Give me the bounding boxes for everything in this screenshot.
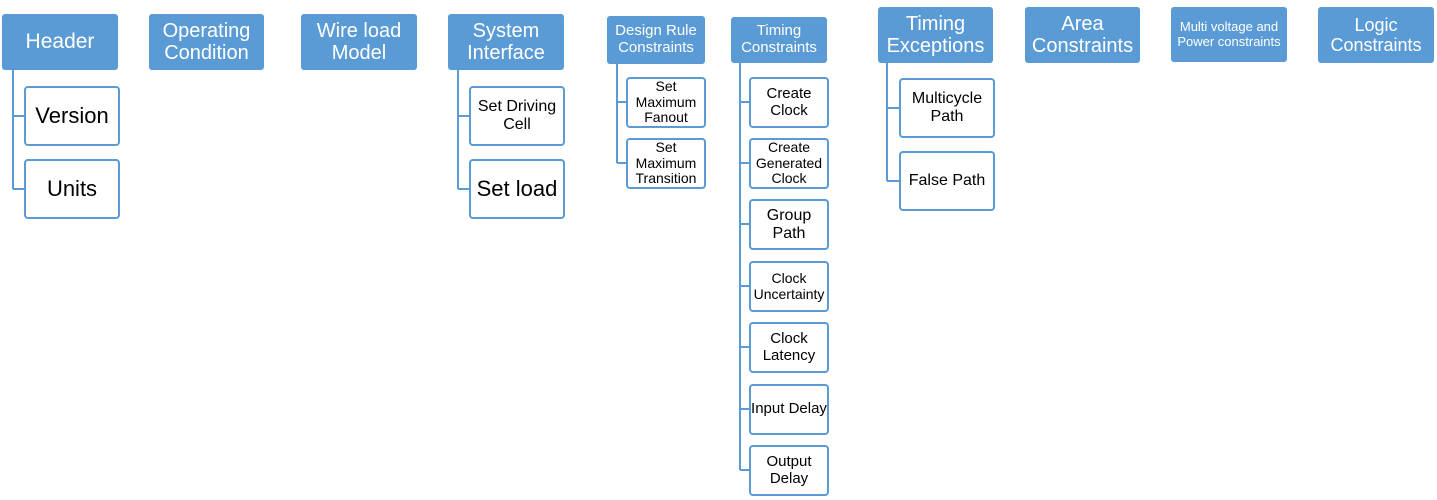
child-set-maximum-transition: Set Maximum Transition [626,138,706,189]
category-timing-exceptions-label: Timing Exceptions [886,12,985,57]
category-multi-voltage-power-constraints-label: Multi voltage and Power constraints [1177,18,1281,49]
child-clock-uncertainty-label: Clock Uncertainty [753,269,825,302]
child-units: Units [24,159,120,219]
category-design-rule-constraints: Design Rule Constraints [607,16,705,64]
child-units-label: Units [46,175,98,201]
child-false-path-label: False Path [908,172,986,190]
category-timing-constraints-label: Timing Constraints [741,22,817,56]
child-create-clock: Create Clock [749,77,829,128]
child-set-maximum-fanout: Set Maximum Fanout [626,77,706,128]
category-area-constraints-label: Area Constraints [1031,12,1134,57]
child-group-path-label: Group Path [766,206,812,242]
child-create-generated-clock-label: Create Generated Clock [755,139,823,187]
category-timing-exceptions: Timing Exceptions [878,7,993,63]
child-output-delay: Output Delay [749,445,829,496]
child-set-load: Set load [469,159,565,219]
child-input-delay: Input Delay [749,384,829,435]
child-output-delay-label: Output Delay [766,452,812,487]
child-version: Version [24,86,120,146]
child-false-path: False Path [899,151,995,211]
child-version-label: Version [35,102,109,128]
child-clock-latency-label: Clock Latency [762,329,816,364]
child-input-delay-label: Input Delay [751,400,827,418]
child-clock-uncertainty: Clock Uncertainty [749,261,829,312]
category-multi-voltage-power-constraints: Multi voltage and Power constraints [1171,7,1287,62]
child-multicycle-path: Multicycle Path [899,78,995,138]
category-logic-constraints-label: Logic Constraints [1330,14,1422,55]
child-set-driving-cell: Set Driving Cell [469,86,565,146]
child-set-maximum-fanout-label: Set Maximum Fanout [635,78,697,126]
category-logic-constraints: Logic Constraints [1318,7,1434,63]
category-header: Header [2,14,118,70]
child-set-load-label: Set load [476,175,558,201]
category-system-interface-label: System Interface [467,19,545,64]
category-wire-load-model-label: Wire load Model [316,19,402,64]
child-clock-latency: Clock Latency [749,322,829,373]
category-area-constraints: Area Constraints [1025,7,1140,63]
category-system-interface: System Interface [448,14,564,70]
category-timing-constraints: Timing Constraints [731,17,827,63]
category-design-rule-constraints-label: Design Rule Constraints [615,22,697,56]
child-create-generated-clock: Create Generated Clock [749,138,829,189]
category-operating-condition-label: Operating Condition [162,19,251,64]
category-wire-load-model: Wire load Model [301,14,417,70]
child-multicycle-path-label: Multicycle Path [911,90,983,125]
category-header-label: Header [25,30,95,54]
child-set-maximum-transition-label: Set Maximum Transition [635,139,697,187]
child-group-path: Group Path [749,199,829,250]
child-create-clock-label: Create Clock [766,84,812,119]
child-set-driving-cell-label: Set Driving Cell [477,98,557,133]
category-operating-condition: Operating Condition [149,14,264,70]
